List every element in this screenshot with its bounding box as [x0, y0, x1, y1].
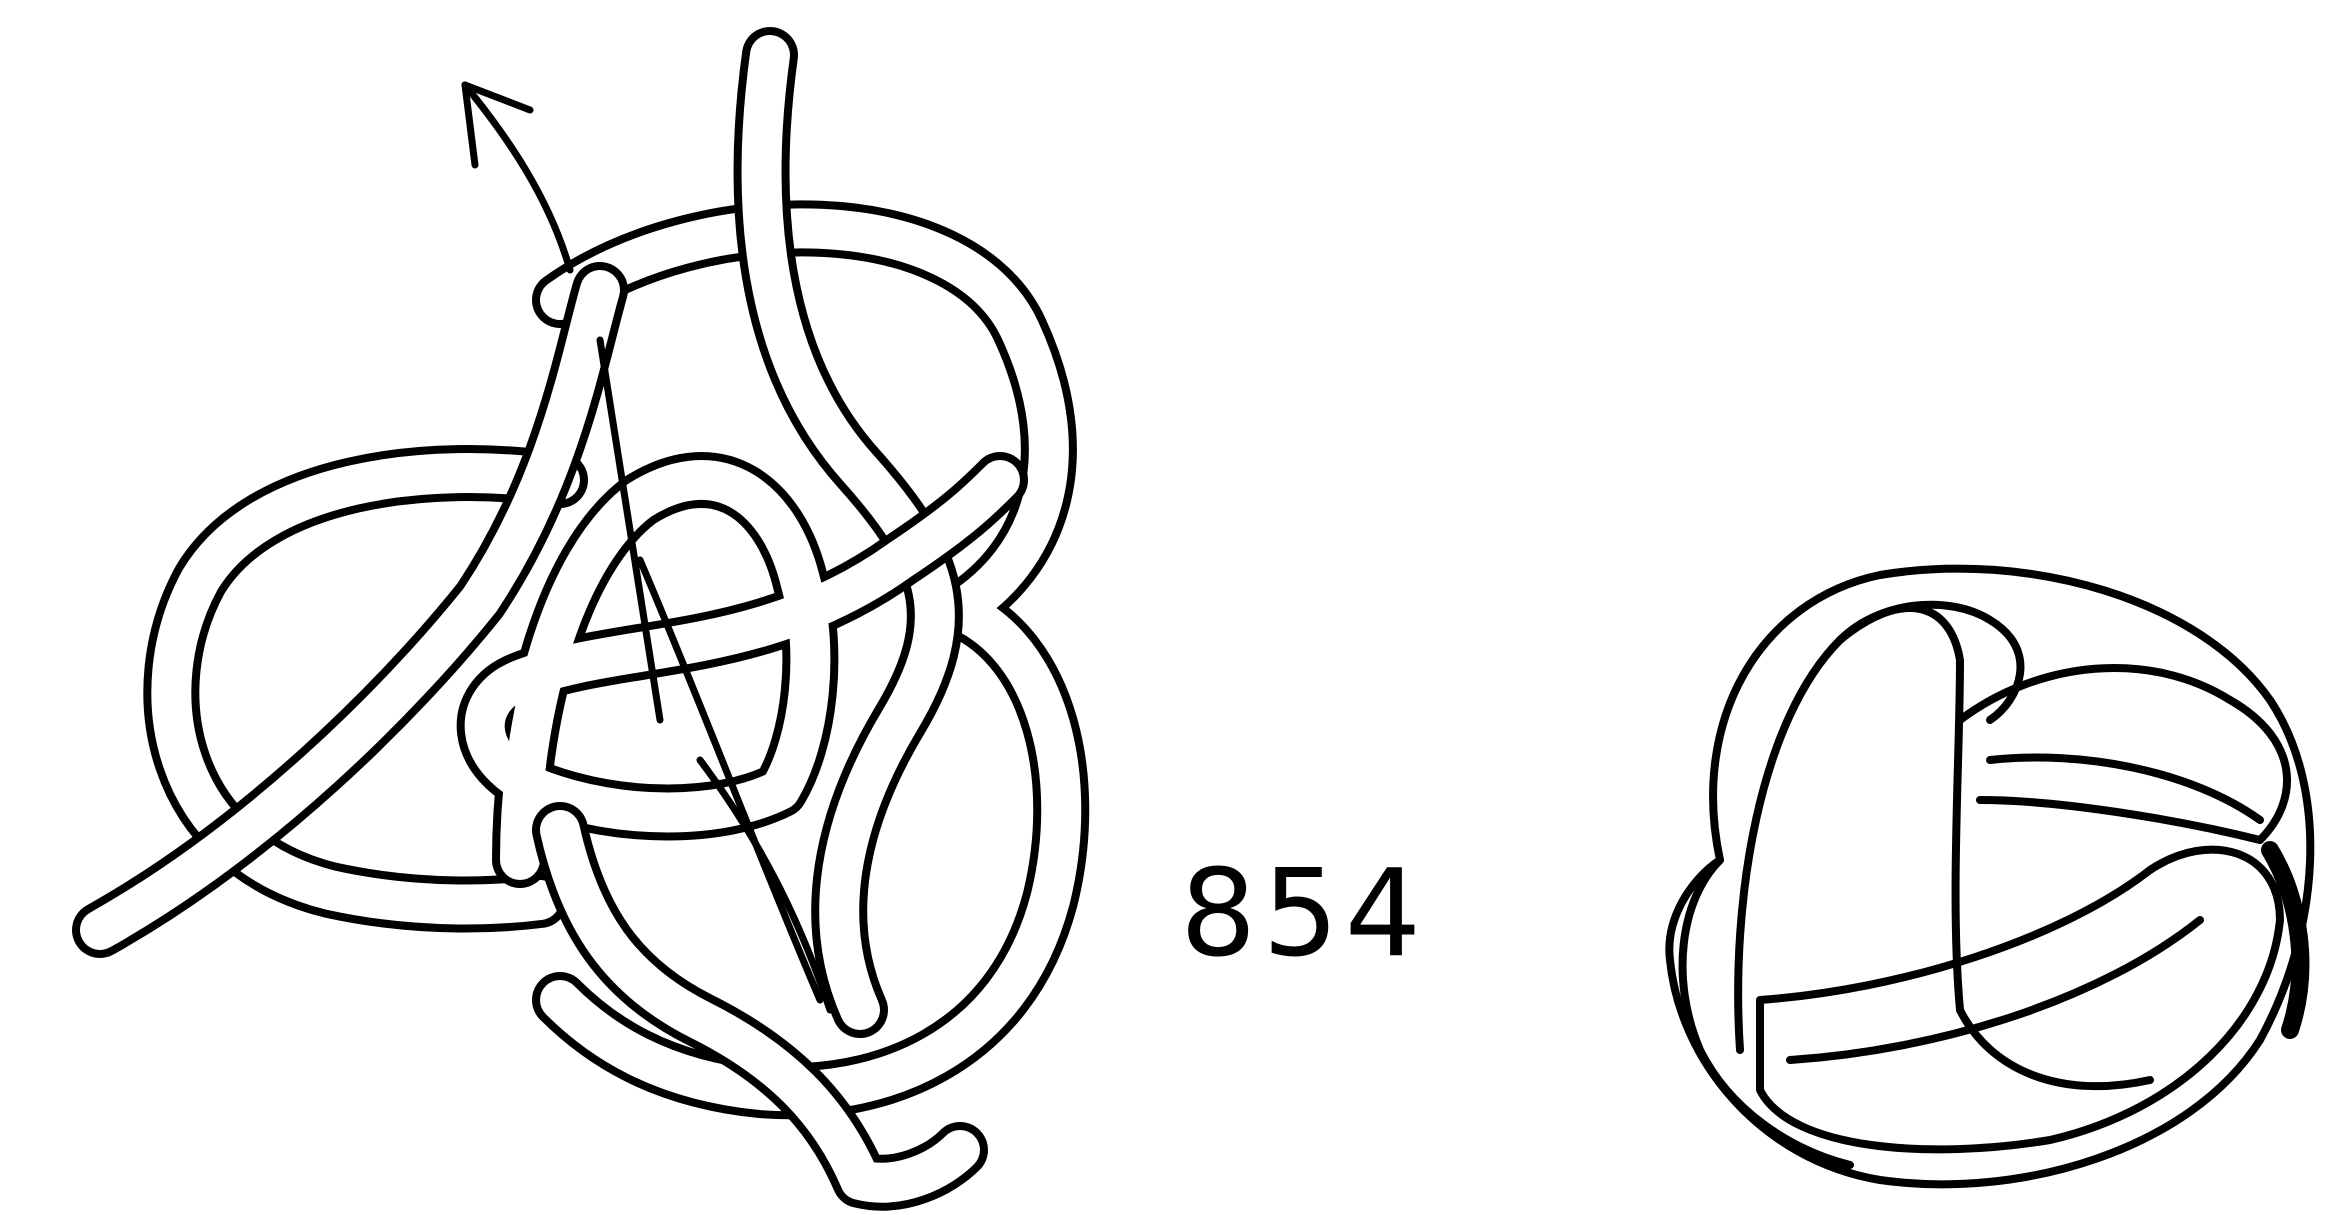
arrow-up-left-icon [465, 85, 570, 270]
figure-number: 854 [1180, 855, 1427, 975]
rope-free-end-bottom [560, 830, 960, 1183]
open-knot-diagram [100, 55, 1061, 1183]
finished-knot-ball [1669, 569, 2310, 1185]
